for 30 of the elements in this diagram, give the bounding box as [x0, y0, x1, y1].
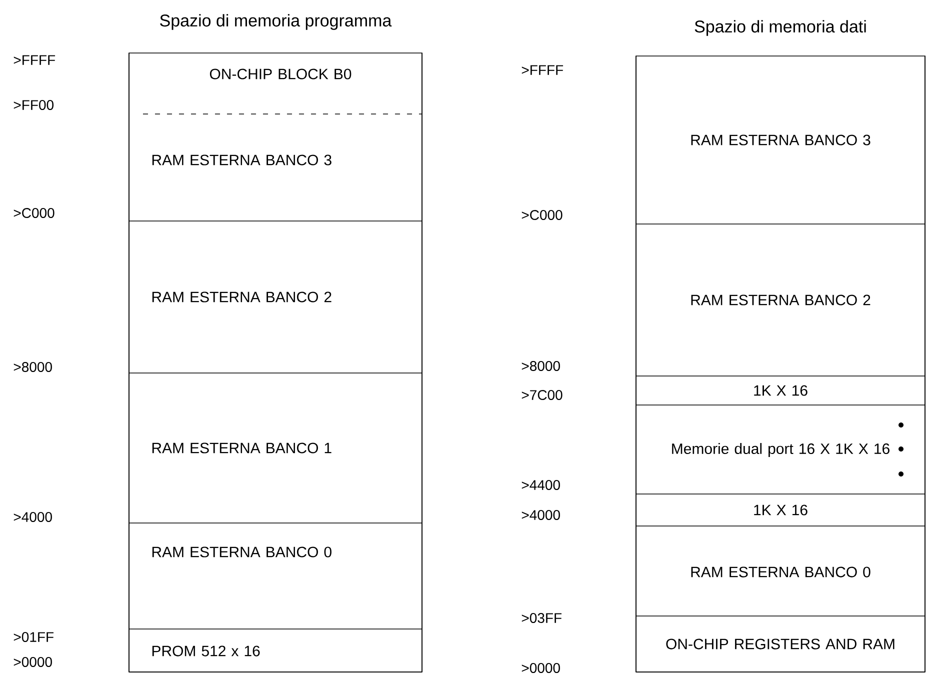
address-label: >7C00	[522, 390, 562, 400]
address-label: >0000	[522, 663, 560, 673]
address-label: >0000	[14, 657, 52, 667]
address-label: >4400	[522, 480, 560, 490]
address-label: >C000	[14, 208, 54, 218]
memory-block: RAM ESTERNA BANCO 3	[636, 56, 926, 224]
memory-block: RAM ESTERNA BANCO 1	[128, 372, 422, 524]
address-label: >8000	[14, 362, 52, 372]
node-label: Spazio di memoria programma	[160, 14, 392, 30]
memory-block: ON-CHIP BLOCK B0	[128, 52, 422, 114]
memory-block: 1K X 16	[636, 376, 926, 406]
memory-block: RAM ESTERNA BANCO 0	[128, 522, 422, 630]
address-label: >03FF	[522, 613, 562, 623]
memory-block: ON-CHIP REGISTERS AND RAM	[636, 616, 926, 672]
address-label: >FFFF	[522, 65, 564, 75]
node-label: Spazio di memoria dati	[694, 20, 866, 36]
memory-block: RAM ESTERNA BANCO 0	[636, 526, 926, 616]
address-label: >4000	[14, 512, 52, 522]
memory-block: 1K X 16	[636, 494, 926, 526]
address-label: >C000	[522, 210, 562, 220]
address-label: >01FF	[14, 632, 54, 642]
memory-block: PROM 512 x 16	[128, 628, 422, 672]
address-label: >8000	[522, 361, 560, 371]
address-label: >FF00	[14, 100, 54, 110]
memory-block: Memorie dual port 16 X 1K X 16	[636, 404, 926, 494]
memory-block: RAM ESTERNA BANCO 2	[636, 224, 926, 376]
memory-block: RAM ESTERNA BANCO 3	[128, 114, 422, 222]
address-label: >FFFF	[14, 55, 56, 65]
memory-block: RAM ESTERNA BANCO 2	[128, 220, 422, 374]
address-label: >4000	[522, 510, 560, 520]
